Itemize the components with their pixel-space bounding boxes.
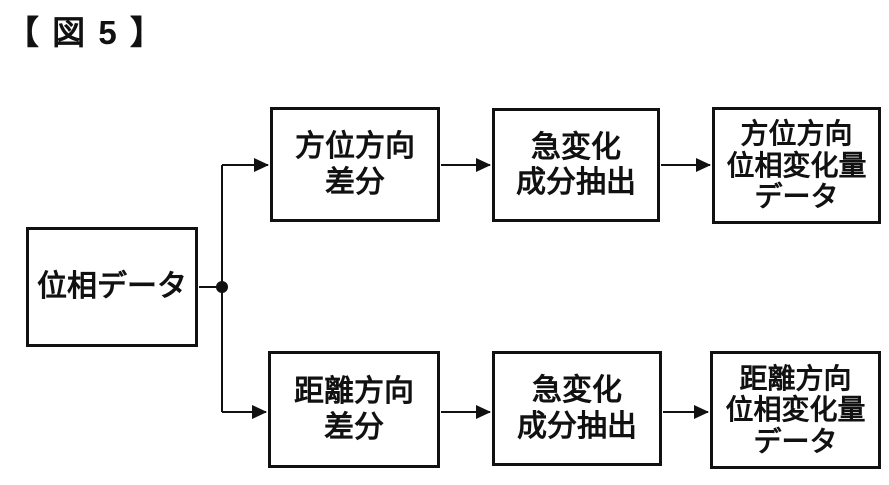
junction-dot: [216, 281, 228, 293]
node-azimuth-extract-line2: 成分抽出: [516, 166, 636, 199]
node-azimuth-rapid-change-extraction: 急変化 成分抽出: [492, 108, 660, 222]
node-azimuth-diff-line2: 差分: [325, 165, 385, 199]
node-range-output-line1: 距離方向: [739, 362, 852, 394]
node-azimuth-diff-line1: 方位方向: [295, 130, 415, 164]
node-azimuth-output-line2: 位相変化量: [726, 149, 867, 181]
node-range-extract-line2: 成分抽出: [517, 409, 637, 443]
node-range-output-line3: データ: [753, 425, 838, 457]
node-range-diff-line1: 距離方向: [294, 375, 414, 409]
node-phase-data-label: 位相データ: [37, 270, 187, 303]
node-azimuth-output-line3: データ: [754, 181, 839, 213]
node-azimuth-output-line1: 方位方向: [740, 118, 853, 150]
node-range-phase-change-data: 距離方向 位相変化量 データ: [710, 351, 881, 469]
node-azimuth-phase-change-data: 方位方向 位相変化量 データ: [712, 107, 881, 224]
node-phase-data: 位相データ: [26, 227, 198, 347]
node-range-rapid-change-extraction: 急変化 成分抽出: [492, 351, 662, 466]
node-range-direction-difference: 距離方向 差分: [268, 351, 440, 468]
node-range-extract-line1: 急変化: [532, 374, 622, 408]
node-azimuth-extract-line1: 急変化: [531, 130, 621, 164]
node-range-diff-line2: 差分: [324, 410, 384, 444]
node-range-output-line2: 位相変化量: [725, 394, 866, 426]
figure-title: 【 図 5 】: [6, 14, 165, 51]
node-azimuth-direction-difference: 方位方向 差分: [270, 107, 440, 222]
